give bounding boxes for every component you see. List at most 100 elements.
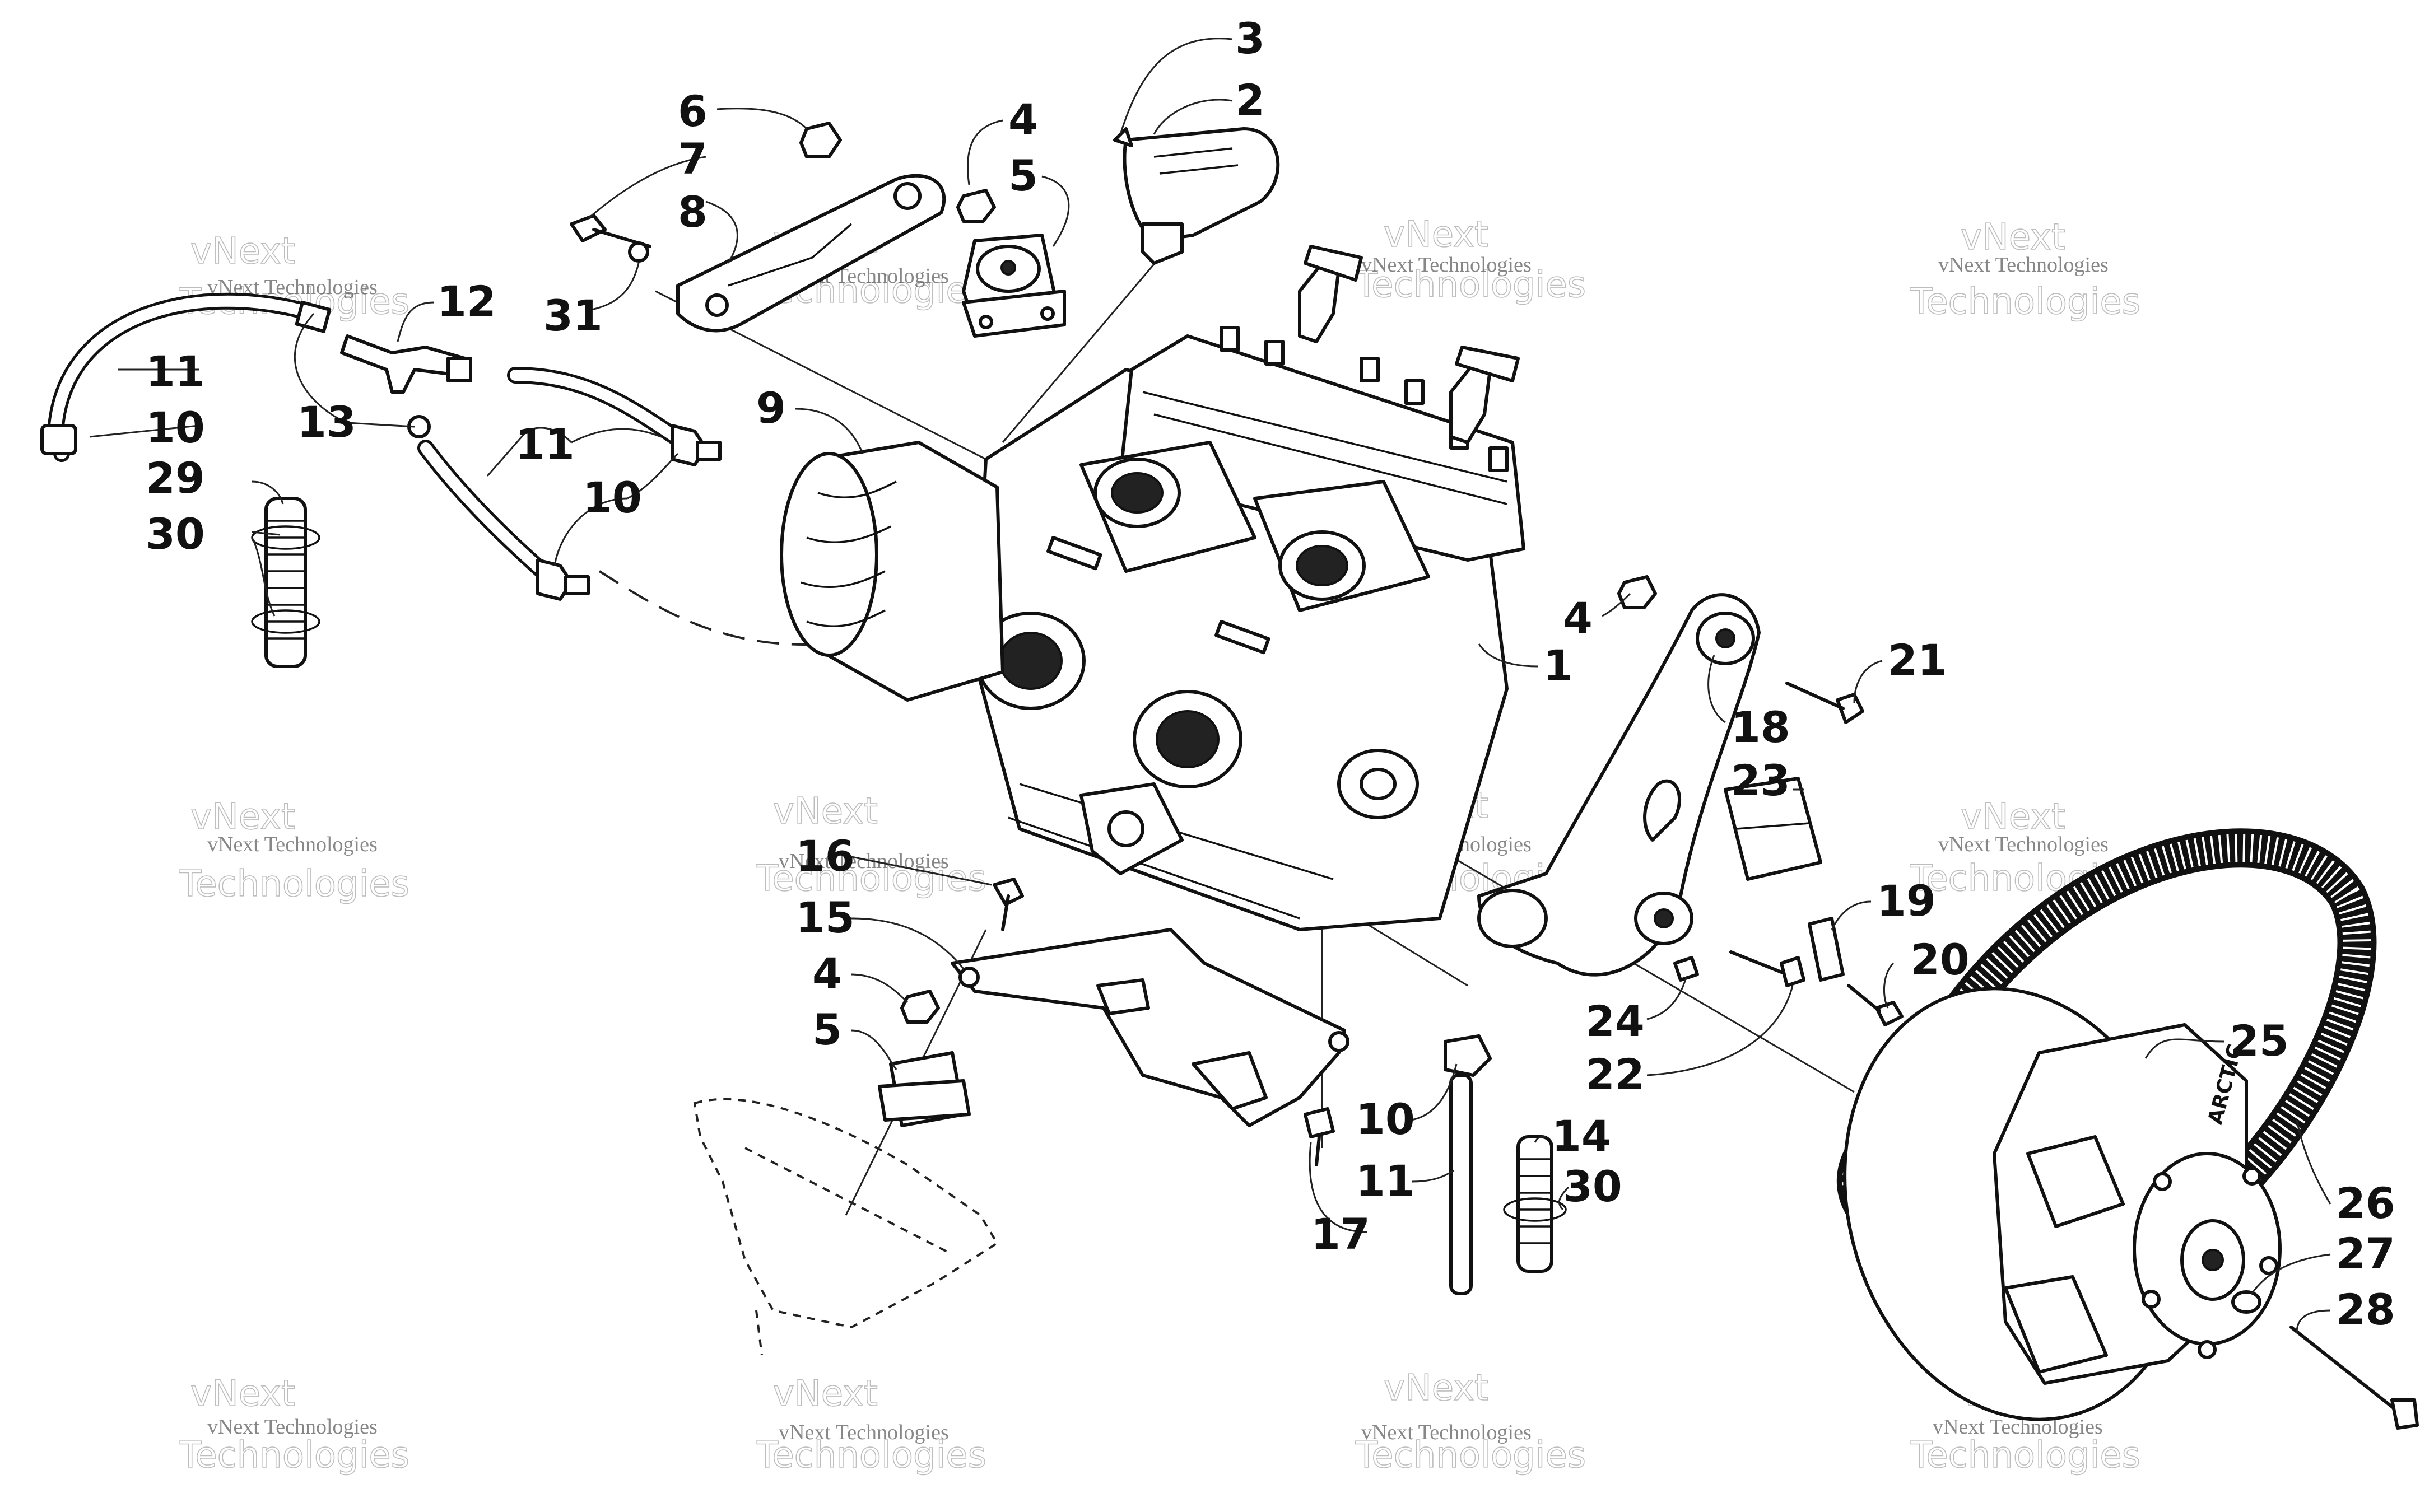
- leader-4a: [967, 119, 1003, 185]
- callout-27: 27: [2336, 1229, 2395, 1278]
- lock-nut-4: [956, 189, 996, 223]
- leader-31: [585, 263, 640, 312]
- callout-18: 18: [1731, 702, 1790, 752]
- callout-4: 4: [812, 949, 842, 998]
- leader-27: [2251, 1253, 2331, 1294]
- callout-31: 31: [543, 291, 603, 340]
- leader-6: [716, 108, 808, 130]
- exhaust-port-hole: [1156, 710, 1220, 768]
- bracket-hole: [1328, 1031, 1349, 1052]
- leader-30a: [252, 531, 281, 536]
- hose-11: [1449, 1074, 1473, 1295]
- lock-washer-31: [628, 241, 649, 263]
- bolt: [1264, 340, 1285, 366]
- watermark-large-text: vNext: [190, 796, 295, 838]
- watermark-small-text: vNext Technologies: [779, 1421, 949, 1444]
- bolt-22-head: [1780, 956, 1805, 987]
- recoil-handle-2: [1113, 127, 1280, 265]
- bolt-28-shank: [2289, 1326, 2399, 1413]
- bolt-28-head: [2390, 1398, 2419, 1430]
- callout-8: 8: [678, 187, 708, 237]
- callout-10: 10: [583, 473, 642, 522]
- hose-dashed-line: [598, 570, 930, 646]
- leader-26: [2296, 1119, 2331, 1205]
- stud: [1214, 620, 1270, 655]
- bracket-hole: [893, 182, 922, 210]
- leader-21: [1853, 660, 1883, 703]
- bolt-21-head: [1836, 693, 1864, 724]
- leader-10b: [627, 452, 679, 500]
- callout-1: 1: [1543, 641, 1573, 690]
- leader-19: [1831, 900, 1872, 930]
- watermark-large-text: vNext: [1961, 796, 2065, 838]
- bolt-17-shank: [1315, 1135, 1321, 1166]
- bracket-cutout: [1192, 1051, 1268, 1110]
- hose-11-inner: [50, 295, 319, 459]
- filter-body: [1516, 1135, 1553, 1273]
- leader-4b: [1602, 592, 1631, 617]
- watermark-large-text: Technologies: [1910, 1435, 2140, 1476]
- callout-25: 25: [2230, 1016, 2289, 1066]
- bolt: [1220, 326, 1240, 352]
- plate-cutout: [1643, 779, 1681, 842]
- watermark-small-text: vNext Technologies: [1938, 253, 2109, 277]
- watermark-r3c1: vNext Technologies vNext Technologies: [178, 1373, 410, 1477]
- callout-19: 19: [1877, 876, 1936, 926]
- leader-7: [588, 156, 706, 220]
- clutch-arm: [2026, 1135, 2125, 1228]
- y-fitting-12: [340, 334, 467, 394]
- callout-labels: 1 2 3 4 5 6 7 8 31 12 11 10 29 30 13 11 …: [146, 13, 2395, 1334]
- callout-7: 7: [678, 134, 708, 184]
- upper-mount-assembly: [570, 122, 1066, 338]
- callout-9: 9: [756, 383, 786, 433]
- callout-13: 13: [297, 397, 356, 447]
- watermark-small-text: vNext Technologies: [779, 850, 949, 873]
- watermark-large-text: vNext: [773, 791, 878, 832]
- leader-15: [851, 917, 965, 969]
- bushing-hole: [1715, 628, 1735, 648]
- leader-lines: [89, 38, 2331, 1333]
- bolt-7-head: [570, 214, 607, 242]
- hose-fitting: [564, 575, 590, 595]
- leader-20: [1883, 962, 1895, 1009]
- leader-16: [851, 856, 992, 886]
- hose-clamp-10: [40, 424, 77, 455]
- hose-fitting: [295, 300, 332, 333]
- hose-clamp-10: [1444, 1034, 1492, 1077]
- mount-bracket-8: [676, 174, 946, 333]
- cover-bolt: [2259, 1256, 2278, 1275]
- hose-assembly: [40, 292, 722, 668]
- callout-5: 5: [1008, 151, 1038, 200]
- callout-16: 16: [795, 831, 855, 881]
- air-box-rib: [817, 480, 897, 499]
- callout-29: 29: [146, 453, 205, 503]
- bracket-hole: [705, 293, 729, 317]
- callout-22: 22: [1585, 1049, 1645, 1099]
- hose-11-inner: [510, 370, 689, 448]
- callout-28: 28: [2336, 1285, 2395, 1334]
- spark-plug-boot: [1304, 245, 1363, 282]
- callout-15: 15: [795, 893, 855, 942]
- callout-30: 30: [1563, 1161, 1622, 1211]
- watermark-small-text: vNext Technologies: [207, 833, 378, 856]
- leader-30b: [1558, 1186, 1570, 1211]
- spark-plugs: [1298, 245, 1520, 444]
- air-box-rib: [806, 609, 886, 628]
- air-box-rib: [801, 570, 886, 589]
- watermark-large-text: Technologies: [1910, 281, 2140, 323]
- watermark-small-text: vNext Technologies: [1361, 1421, 1532, 1444]
- bolt-17-head: [1304, 1107, 1335, 1138]
- callout-3: 3: [1235, 13, 1265, 63]
- cover-bolt: [2242, 1166, 2261, 1186]
- watermark-r3c3: vNext Technologies vNext Technologies: [1355, 1367, 1586, 1477]
- spark-plug-cap: [1298, 262, 1341, 343]
- intake-port-hole: [1296, 545, 1348, 586]
- air-box-rib: [806, 525, 891, 544]
- watermark-r3c2: vNext Technologies vNext Technologies: [755, 1373, 987, 1477]
- plate-boss: [1477, 889, 1548, 948]
- callout-24: 24: [1585, 996, 1645, 1046]
- callout-6: 6: [678, 86, 708, 136]
- chassis-outline: [744, 1147, 953, 1256]
- bolt: [1488, 446, 1509, 472]
